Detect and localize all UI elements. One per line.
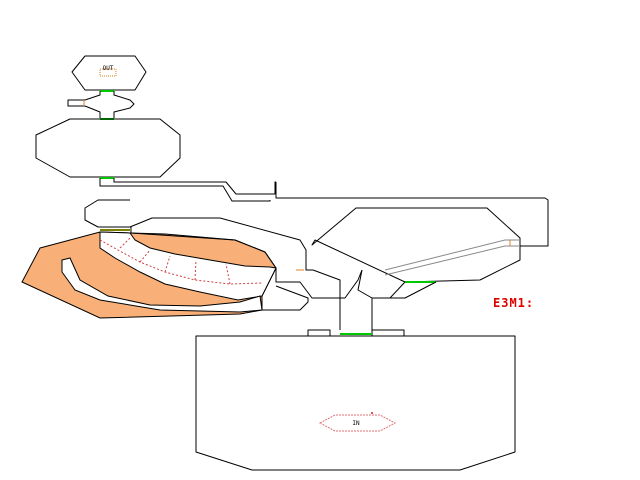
level-name: E3M1: (493, 296, 534, 310)
wedge-bottom (130, 227, 363, 299)
start-label: IN (352, 420, 360, 427)
east-room (311, 207, 521, 283)
start-room (195, 335, 516, 471)
south-passage (312, 269, 341, 330)
exit-connector (67, 91, 101, 118)
exit-connector-right (113, 91, 135, 118)
south-passage-east (357, 269, 406, 299)
door-frame-west (307, 329, 331, 337)
east-corridor-north2 (275, 182, 549, 247)
east-room-exit (371, 281, 437, 330)
south-passage-west (261, 285, 309, 311)
west-alcove (84, 199, 131, 228)
exit-switch-marker (99, 68, 117, 77)
start-marker (318, 414, 397, 432)
east-room-ledge (384, 239, 520, 271)
wedge-top (129, 217, 313, 271)
east-corridor-north (113, 178, 276, 195)
exit-label: OUT (103, 65, 114, 72)
exit-room (71, 55, 147, 91)
octagon-hall (35, 118, 181, 178)
inner-cutout (61, 257, 263, 313)
player-start-dot (371, 412, 373, 414)
door-frame-east (371, 329, 405, 337)
east-corridor-south (99, 178, 271, 202)
